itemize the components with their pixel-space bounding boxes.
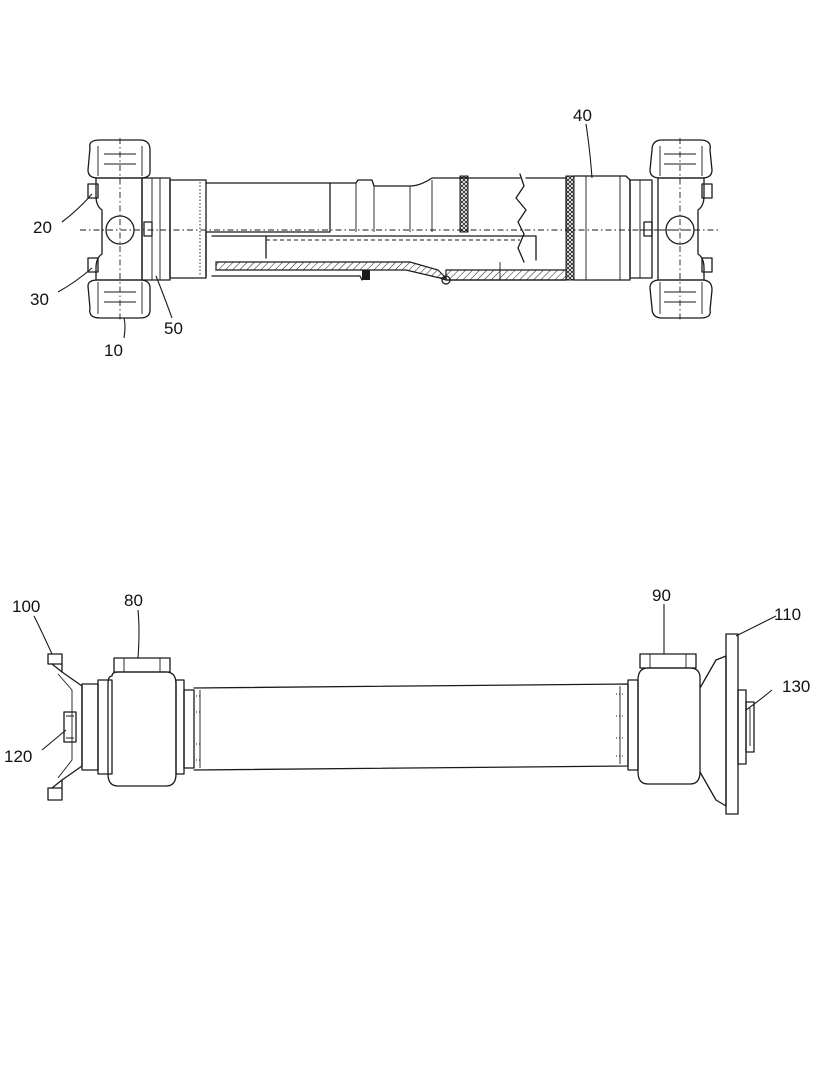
label-120: 120: [4, 747, 32, 766]
label-30: 30: [30, 290, 49, 309]
right-universal-joint: [629, 138, 720, 322]
left-joint-housing: [107, 657, 195, 787]
figure-top-shaft: 40 20 30 10 50: [30, 106, 720, 360]
left-flange-yoke: [47, 653, 113, 801]
telescopic-tube: [160, 173, 690, 285]
label-20: 20: [33, 218, 52, 237]
leaders-top: [57, 123, 593, 339]
figure-bottom-shaft: 100 80 90 110 130 120: [4, 586, 810, 815]
label-130: 130: [782, 677, 810, 696]
label-10: 10: [104, 341, 123, 360]
right-joint-housing: [627, 653, 701, 785]
label-40: 40: [573, 106, 592, 125]
main-tube: [193, 683, 629, 771]
left-universal-joint: [80, 138, 207, 322]
leaders-bottom: [33, 604, 777, 751]
label-80: 80: [124, 591, 143, 610]
label-110: 110: [774, 605, 801, 624]
label-50: 50: [164, 319, 183, 338]
label-100: 100: [12, 597, 40, 616]
right-flange: [699, 633, 755, 815]
label-90: 90: [652, 586, 671, 605]
